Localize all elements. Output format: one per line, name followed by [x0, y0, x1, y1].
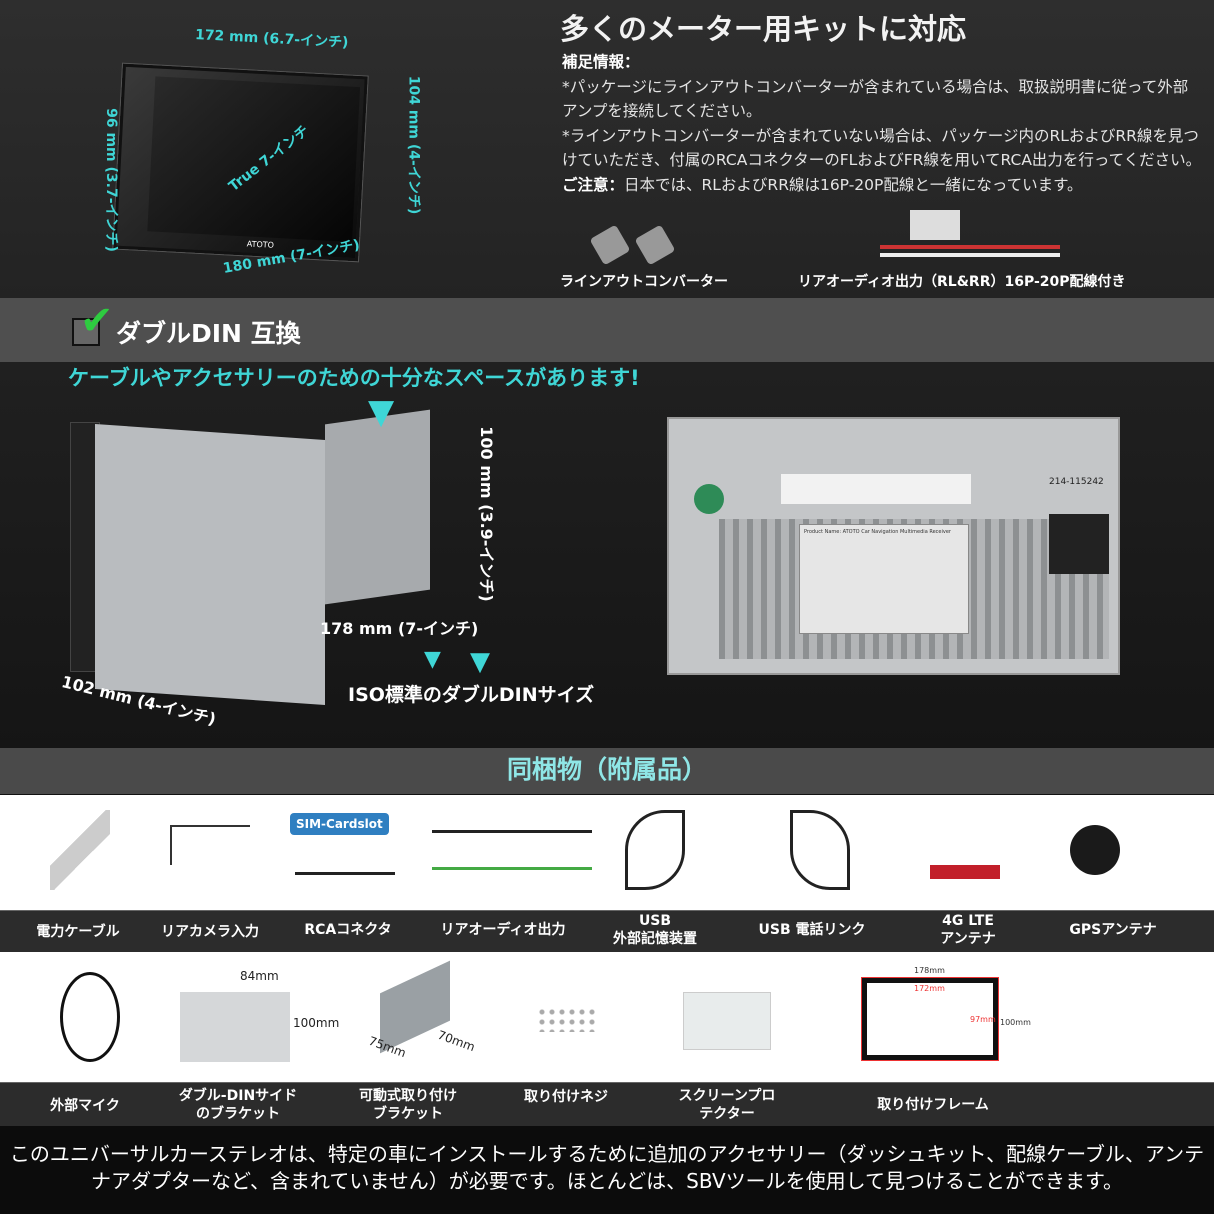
down-arrow-icon-2: ▼ [424, 647, 441, 672]
caption-line-out: ラインアウトコンバーター [560, 274, 728, 290]
sim-badge: SIM-Cardslot [290, 813, 389, 835]
din-section: ケーブルやアクセサリーのための十分なスペースがあります! ▼ 100 mm (3… [0, 362, 1214, 748]
label-lte: 4G LTE アンテナ [940, 913, 996, 947]
double-din-band: ✔ ダブルDIN 互換 [0, 298, 1214, 362]
usb-storage-image [625, 810, 685, 890]
down-arrow-icon: ▼ [368, 392, 395, 432]
rear-camera-cable-image [170, 825, 250, 865]
radio-front-image: ATOTO [113, 63, 368, 262]
label-frame: 取り付けフレーム [877, 1097, 989, 1113]
caution-text: 日本では、RLおよびRR線は16P-20P配線と一緒になっています。 [624, 175, 1083, 194]
frame-image [861, 977, 999, 1061]
screen-protector-image [683, 992, 771, 1050]
lte-antenna-image [930, 865, 1000, 879]
frame-inner-width: 172mm [914, 984, 945, 993]
package-row-2: 84mm 100mm 75mm 70mm 178mm 172mm 97mm 10… [0, 952, 1214, 1082]
note-2: *ラインアウトコンバーターが含まれていない場合は、パッケージ内のRLおよびRR線… [562, 126, 1202, 170]
brand-label: ATOTO [246, 239, 275, 250]
label-usb-storage: USB 外部記憶装置 [613, 913, 697, 947]
frame-outer-width: 178mm [914, 966, 945, 975]
label-screws: 取り付けネジ [524, 1089, 608, 1105]
rear-audio-image [432, 830, 592, 870]
height-left-label: 96 mm (3.7-インチ) [102, 108, 119, 252]
height-right-label: 104 mm (4-インチ) [405, 75, 422, 215]
down-arrow-icon-3: ▼ [470, 647, 490, 677]
package-labels-1: 電力ケーブル リアカメラ入力 RCAコネクタ リアオーディオ出力 USB 外部記… [0, 910, 1214, 952]
width-top-label: 172 mm (6.7-インチ) [194, 26, 349, 52]
line-out-converter-image [589, 200, 700, 270]
label-screen-protector: スクリーンプロテクター [678, 1088, 776, 1122]
notes-heading: 補足情報： [562, 53, 640, 71]
double-din-heading: ダブルDIN 互換 [116, 319, 301, 348]
bracket-side-image [70, 409, 440, 706]
label-microphone: 外部マイク [50, 1098, 120, 1114]
cert-number: 214-115242 [1049, 477, 1104, 487]
microphone-image [60, 972, 120, 1062]
check-icon: ✔ [80, 298, 114, 344]
label-mount-bracket: 可動式取り付けブラケット [359, 1088, 457, 1122]
unit-back-image: Product Name: ATOTO Car Navigation Multi… [667, 417, 1120, 675]
usb-phone-link-image [790, 810, 850, 890]
frame-outer-height: 100mm [1000, 1018, 1031, 1027]
note-1: *パッケージにラインアウトコンバーターが含まれている場合は、取扱説明書に従って外… [562, 77, 1189, 121]
label-rear-camera: リアカメラ入力 [161, 924, 259, 940]
screws-image [537, 1007, 597, 1032]
notes: 補足情報： *パッケージにラインアウトコンバーターが含まれている場合は、取扱説明… [562, 50, 1202, 197]
product-label: Product Name: ATOTO Car Navigation Multi… [799, 524, 969, 634]
width-label: 178 mm (7-インチ) [320, 619, 479, 638]
package-row-1: SIM-Cardslot [0, 795, 1214, 910]
label-usb-phone: USB 電話リンク [758, 922, 866, 938]
footer-note: このユニバーサルカーステレオは、特定の車にインストールするために追加のアクセサリ… [0, 1126, 1214, 1214]
mount-dim-b: 70mm [435, 1027, 477, 1055]
rca-connector-image [295, 845, 395, 875]
bracket-height-label: 100mm [293, 1016, 340, 1030]
bracket-width-label: 84mm [240, 969, 279, 983]
label-power-cable: 電力ケーブル [36, 924, 120, 940]
rear-audio-harness-image [880, 205, 1070, 265]
din-subheading: ケーブルやアクセサリーのための十分なスペースがあります! [68, 366, 640, 390]
caption-rear-audio: リアオーディオ出力（RL&RR）16P-20P配線付き [798, 274, 1126, 290]
checkbox-check-icon [72, 318, 100, 346]
iso-label: ISO標準のダブルDINサイズ [348, 684, 595, 706]
package-title: 同梱物（附属品） [0, 748, 1214, 794]
frame-inner-height: 97mm [970, 1015, 996, 1024]
height-label: 100 mm (3.9-インチ) [476, 426, 496, 602]
power-cable-image [50, 810, 110, 890]
package-labels-2: 外部マイク ダブル-DINサイドのブラケット 可動式取り付けブラケット 取り付け… [0, 1082, 1214, 1126]
label-gps: GPSアンテナ [1069, 922, 1157, 938]
label-rca: RCAコネクタ [304, 922, 392, 938]
gps-antenna-image [1070, 825, 1120, 875]
label-side-bracket: ダブル-DINサイドのブラケット [178, 1088, 298, 1122]
top-section: ATOTO 172 mm (6.7-インチ) 96 mm (3.7-インチ) 1… [0, 0, 1214, 298]
side-bracket-image [180, 992, 290, 1062]
label-rear-audio: リアオーディオ出力 [440, 922, 566, 938]
caution-label: ご注意： [562, 175, 625, 194]
page-title: 多くのメーター用キットに対応 [560, 12, 967, 46]
